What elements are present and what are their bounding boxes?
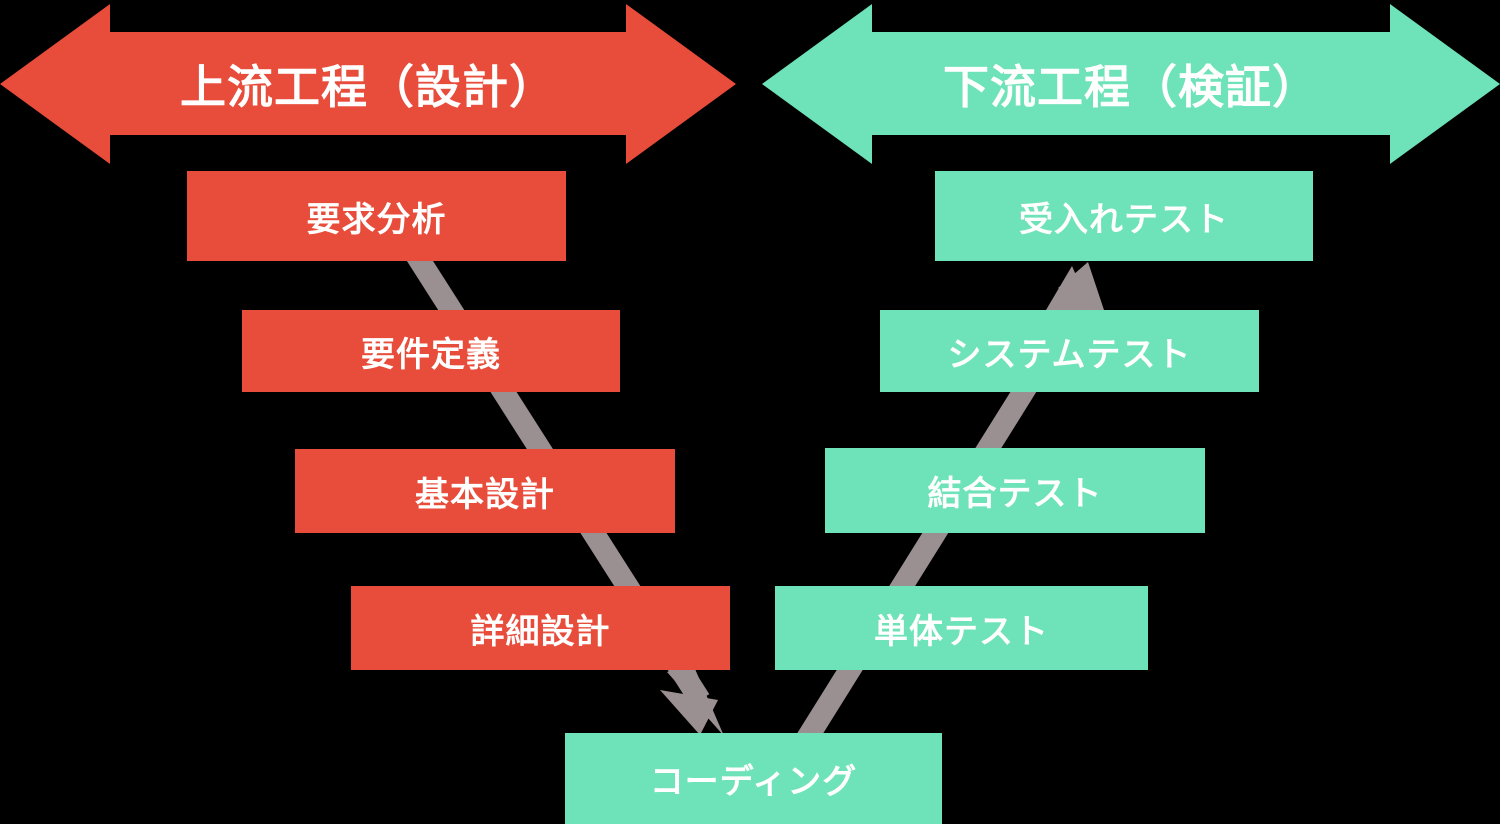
phase-box-detailed-design[interactable]: 詳細設計 [351,586,730,670]
phase-label: 要件定義 [361,335,501,374]
banner-downstream-arrow: 下流工程（検証） [762,0,1500,168]
banner-downstream-label: 下流工程（検証） [943,60,1319,113]
banner-upstream-arrow: 上流工程（設計） [0,0,736,168]
phase-box-integration-test[interactable]: 結合テスト [825,448,1205,533]
phase-label: 受入れテスト [1019,200,1229,239]
upstream-arrow-shape [0,4,736,164]
phase-label: 詳細設計 [470,612,611,651]
phase-box-system-test[interactable]: システムテスト [880,310,1259,392]
downstream-arrow-shape [762,4,1500,164]
phase-label: 要求分析 [306,200,447,239]
phase-label: 単体テスト [874,612,1049,651]
phase-box-acceptance-test[interactable]: 受入れテスト [935,171,1313,261]
phase-box-requirements-definition[interactable]: 要件定義 [242,310,620,392]
phase-label: 結合テスト [927,475,1103,513]
phase-box-basic-design[interactable]: 基本設計 [295,449,675,533]
phase-box-coding[interactable]: コーディング [565,733,942,824]
banner-upstream-label: 上流工程（設計） [180,60,556,113]
phase-label: システムテスト [947,335,1192,374]
phase-label: 基本設計 [415,475,555,514]
phase-label: コーディング [649,763,858,801]
phase-box-requirements-analysis[interactable]: 要求分析 [187,171,566,261]
phase-box-unit-test[interactable]: 単体テスト [775,586,1148,670]
